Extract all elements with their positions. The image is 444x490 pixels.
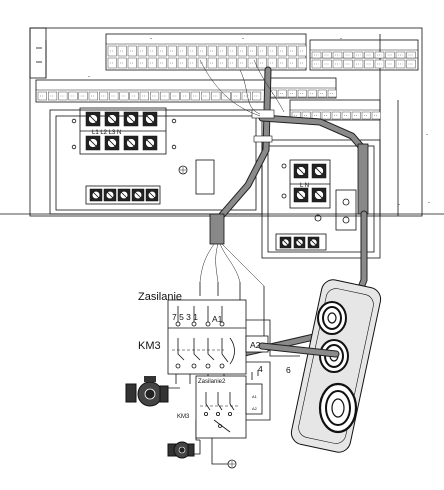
contactor-km3-secondary	[195, 375, 263, 439]
terminal-screw-icon	[103, 188, 117, 202]
terminal-screw-icon	[142, 111, 158, 127]
circulation-pump-icon	[125, 376, 169, 407]
terminal-screw-icon	[293, 163, 309, 179]
hyphen-mark: -	[428, 200, 430, 206]
cable-gland-icon	[318, 382, 358, 434]
hyphen-mark: -	[340, 36, 342, 42]
cable-gland-icon	[317, 301, 347, 335]
contactor-label-km3: KM3	[138, 340, 161, 352]
terminal-screws-main	[85, 111, 158, 151]
terminal-pin-cells	[37, 45, 416, 120]
coil-label-a1-secondary: A1	[252, 394, 258, 399]
terminal-screw-icon	[311, 187, 327, 203]
terminal-screw-icon	[85, 135, 101, 151]
hyphen-mark: -	[242, 36, 244, 42]
terminal-screw-icon	[117, 188, 131, 202]
terminal-screw-icon	[123, 111, 139, 127]
terminal-screw-icon	[307, 236, 320, 249]
supply-label-secondary: Zasilanie2	[198, 379, 226, 385]
contactor-label-km3-secondary: KM3	[177, 414, 190, 420]
terminal-screw-icon	[311, 163, 327, 179]
terminal-screw-icon	[142, 135, 158, 151]
terminal-numbers-label: 7 5 3 1	[172, 312, 198, 322]
hyphen-mark: -	[88, 74, 90, 80]
coil-label-a2-secondary: A2	[252, 406, 258, 411]
terminal-screw-icon	[123, 135, 139, 151]
secondary-terminal-box	[261, 139, 381, 259]
hyphen-mark: -	[150, 36, 152, 42]
supply-label: Zasilanie	[138, 291, 182, 303]
coil-label-a1: A1	[212, 314, 223, 324]
circulation-pump-icon	[167, 441, 195, 459]
terminal-screw-icon	[104, 111, 120, 127]
hyphen-mark: -	[398, 202, 400, 208]
ground-symbol-icon	[227, 459, 237, 469]
terminal-screw-icon	[104, 135, 120, 151]
terminal-label-4: 4	[258, 364, 263, 374]
terminal-screw-icon	[293, 236, 306, 249]
terminal-screw-icon	[145, 188, 159, 202]
terminal-screws-secondary	[293, 163, 327, 203]
terminal-screw-icon	[89, 188, 103, 202]
terminal-screw-icon	[85, 111, 101, 127]
terminal-screw-icon	[279, 236, 292, 249]
hyphen-mark: -	[426, 132, 428, 138]
bottom-terminal-strip	[89, 188, 320, 249]
coil-label-a2: A2	[250, 340, 261, 350]
terminal-label-l1l2l3n: L1 L2 L3 N	[92, 130, 121, 136]
terminal-screw-icon	[131, 188, 145, 202]
terminal-label-6: 6	[286, 365, 291, 375]
terminal-label-ln: L N	[300, 183, 309, 189]
terminal-screw-icon	[293, 187, 309, 203]
